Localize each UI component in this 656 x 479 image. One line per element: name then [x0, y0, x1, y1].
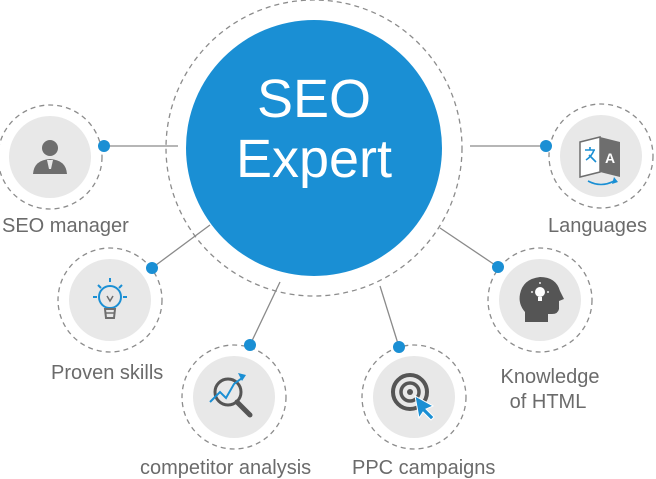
magnifier-chart-icon — [209, 373, 253, 418]
label-ppc-campaigns: PPC campaigns — [352, 457, 496, 479]
connector-dot — [393, 341, 405, 353]
connector-dot — [146, 262, 158, 274]
node-languages: A — [540, 103, 654, 209]
label-seo-manager: SEO manager — [2, 215, 129, 237]
person-icon — [33, 140, 67, 174]
connector-knowledge-html — [439, 227, 499, 268]
hub-dashed-ring — [165, 0, 463, 297]
node-dashed-ring — [0, 104, 103, 210]
node-circle — [373, 356, 455, 438]
connector-proven-skills — [151, 224, 211, 269]
node-proven-skills — [57, 247, 163, 353]
hub-circle — [186, 20, 442, 276]
connector-dot — [492, 261, 504, 273]
node-competitor-analysis — [181, 339, 287, 450]
label-knowledge-line2: of HTML — [509, 391, 587, 413]
node-knowledge-html — [487, 247, 593, 353]
label-proven-skills: Proven skills — [51, 362, 164, 384]
node-dashed-ring — [57, 247, 163, 353]
target-cursor-icon — [391, 373, 435, 421]
connector-dot — [244, 339, 256, 351]
node-dashed-ring — [548, 103, 654, 209]
node-dashed-ring — [361, 344, 467, 450]
node-dashed-ring — [487, 247, 593, 353]
node-ppc-campaigns — [361, 341, 467, 450]
node-circle — [9, 116, 91, 198]
hub-title-line2: Expert — [235, 129, 393, 189]
connector-dot — [98, 140, 110, 152]
node-seo-manager — [0, 104, 110, 210]
head-lightbulb-icon — [519, 277, 564, 322]
label-knowledge-line1: Knowledge — [500, 366, 600, 388]
translate-icon: A — [579, 136, 620, 186]
node-circle — [193, 356, 275, 438]
connector-ppc-campaigns — [379, 285, 400, 348]
label-languages: Languages — [548, 215, 647, 237]
connector-competitor-analysis — [249, 281, 281, 346]
node-dashed-ring — [181, 344, 287, 450]
svg-text:A: A — [605, 150, 615, 166]
connector-dot — [540, 140, 552, 152]
label-competitor-analysis: competitor analysis — [140, 457, 312, 479]
hub-title-line1: SEO — [256, 69, 372, 129]
lightbulb-icon — [93, 278, 127, 319]
connector-lines — [104, 145, 546, 348]
